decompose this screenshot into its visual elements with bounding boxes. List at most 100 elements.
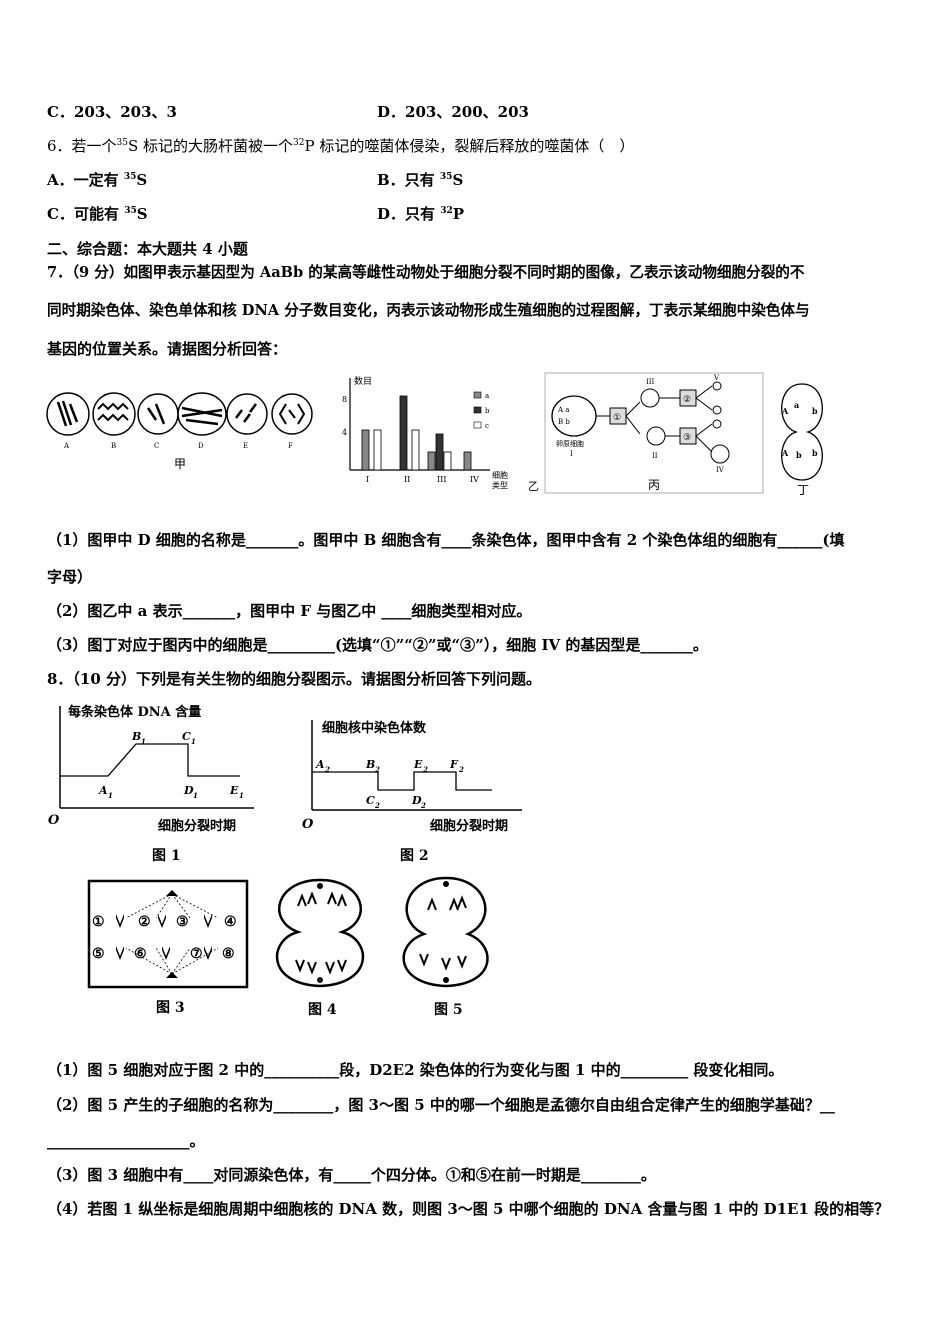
- svg-text:8: 8: [342, 395, 347, 404]
- svg-text:细胞分裂时期: 细胞分裂时期: [430, 818, 508, 834]
- svg-text:D: D: [183, 784, 194, 797]
- figure-1-caption: 图 1: [152, 848, 181, 864]
- figure-yi: 数目 8 4 I II III IV a b c 细胞 类型 乙: [342, 375, 539, 493]
- svg-text:c: c: [485, 422, 489, 430]
- figure-3-caption: 图 3: [156, 1000, 185, 1016]
- svg-text:O: O: [48, 813, 60, 828]
- q7-sub2: （2）图乙中 a 表示_______，图甲中 F 与图乙中 ____细胞类型相对…: [47, 602, 532, 620]
- svg-text:B: B: [111, 442, 116, 450]
- figure-bing-caption: 丙: [648, 478, 660, 492]
- yi-ylabel: 数目: [354, 375, 372, 387]
- svg-text:⑦: ⑦: [190, 946, 203, 962]
- svg-text:F: F: [288, 442, 293, 450]
- svg-text:II: II: [652, 452, 658, 460]
- svg-text:B: B: [365, 758, 375, 771]
- svg-text:A: A: [63, 442, 70, 450]
- cell-e: E: [226, 393, 268, 450]
- svg-text:1: 1: [191, 737, 196, 746]
- q6-option-a: A．一定有 35S: [47, 171, 148, 189]
- svg-text:IV: IV: [716, 466, 725, 474]
- svg-text:2: 2: [458, 765, 464, 774]
- svg-text:C: C: [366, 794, 375, 807]
- q5-option-d: D．203、200、203: [377, 103, 529, 121]
- svg-text:③: ③: [683, 433, 691, 443]
- q7-stem-line3: 基因的位置关系。请据图分析回答：: [47, 340, 288, 358]
- svg-text:1: 1: [141, 737, 146, 746]
- svg-text:1: 1: [239, 791, 244, 800]
- svg-text:1: 1: [108, 791, 113, 800]
- svg-text:1: 1: [193, 791, 198, 800]
- svg-text:B: B: [131, 730, 141, 743]
- svg-text:2: 2: [374, 801, 380, 810]
- svg-text:V: V: [713, 374, 720, 382]
- svg-text:C: C: [154, 442, 159, 450]
- svg-text:B b: B b: [558, 418, 570, 426]
- svg-text:细胞分裂时期: 细胞分裂时期: [158, 818, 236, 834]
- q6-option-b: B．只有 35S: [377, 171, 464, 189]
- figure-ding: A a b A b b 丁: [781, 383, 823, 495]
- q8-sub4: （4）若图 1 纵坐标是细胞周期中细胞核的 DNA 数，则图 3～图 5 中哪个…: [47, 1200, 890, 1218]
- svg-text:b: b: [485, 407, 490, 415]
- cell-c: C: [137, 393, 179, 450]
- section-heading: 二、综合题：本大题共 4 小题: [47, 240, 248, 258]
- q6-option-c: C．可能有 35S: [47, 205, 148, 223]
- figure-jia-caption: 甲: [174, 457, 186, 471]
- figure-5: 图 5: [402, 876, 489, 1018]
- svg-text:C: C: [182, 730, 191, 743]
- svg-text:D: D: [411, 794, 422, 807]
- figure-4-caption: 图 4: [308, 1002, 337, 1018]
- svg-text:⑧: ⑧: [222, 946, 235, 962]
- svg-text:I: I: [570, 450, 573, 458]
- svg-text:F: F: [449, 758, 459, 771]
- svg-text:2: 2: [324, 765, 330, 774]
- svg-text:卵原细胞: 卵原细胞: [556, 439, 584, 448]
- svg-text:4: 4: [342, 428, 347, 437]
- cell-f: F: [271, 393, 313, 450]
- svg-text:a: a: [794, 400, 799, 410]
- svg-text:b: b: [812, 448, 818, 458]
- svg-text:A a: A a: [557, 406, 569, 414]
- figure-5-caption: 图 5: [434, 1002, 463, 1018]
- svg-text:⑤: ⑤: [92, 946, 105, 962]
- q7-sub1-line2: 字母）: [47, 568, 93, 586]
- q6-option-d: D．只有 32P: [377, 205, 465, 223]
- q7-sub1-line1: （1）图甲中 D 细胞的名称是_______。图甲中 B 细胞含有____条染色…: [47, 531, 845, 549]
- svg-text:②: ②: [138, 914, 151, 930]
- svg-text:2: 2: [374, 765, 380, 774]
- svg-text:A: A: [781, 406, 789, 416]
- svg-text:每条染色体 DNA 含量: 每条染色体 DNA 含量: [68, 704, 201, 720]
- svg-text:⑥: ⑥: [134, 946, 147, 962]
- svg-text:④: ④: [224, 914, 237, 930]
- figure-bing: A a B b 卵原细胞 I ① III II ② ③ V IV 丙: [544, 372, 764, 494]
- svg-text:②: ②: [683, 395, 691, 405]
- svg-text:①: ①: [92, 914, 105, 930]
- q7-stem-line1: 7．（9 分）如图甲表示基因型为 AaBb 的某高等雌性动物处于细胞分裂不同时期…: [47, 264, 805, 281]
- cell-a: A: [46, 392, 90, 450]
- figure-3: ① ② ③ ④ ⑤ ⑥ ⑦ ⑧ 图 3: [87, 879, 249, 1016]
- q8-sub3: （3）图 3 细胞中有____对同源染色体，有_____个四分体。①和⑤在前一时…: [47, 1166, 656, 1184]
- figure-2-caption: 图 2: [400, 848, 429, 864]
- svg-text:D: D: [198, 442, 204, 450]
- svg-text:IV: IV: [470, 475, 479, 484]
- cell-b: B: [92, 392, 136, 450]
- q8-sub1: （1）图 5 细胞对应于图 2 中的__________段，D2E2 染色体的行…: [47, 1061, 784, 1079]
- svg-text:b: b: [812, 406, 818, 416]
- svg-text:O: O: [302, 817, 314, 832]
- svg-text:b: b: [796, 450, 802, 460]
- figure-yi-caption: 乙: [528, 480, 539, 493]
- svg-text:I: I: [366, 475, 369, 484]
- q7-sub3: （3）图丁对应于图丙中的细胞是_________(选填“①”“②”或“③”），细…: [47, 636, 708, 654]
- svg-text:③: ③: [176, 914, 189, 930]
- svg-text:2: 2: [422, 765, 428, 774]
- figure-4: 图 4: [275, 878, 365, 1018]
- svg-text:①: ①: [613, 413, 621, 423]
- svg-text:细胞核中染色体数: 细胞核中染色体数: [322, 720, 427, 736]
- q5-option-c: C．203、203、3: [47, 103, 177, 121]
- svg-text:A: A: [98, 784, 108, 797]
- figure-jia: A B C D E F 甲: [46, 392, 313, 471]
- svg-text:A: A: [781, 448, 789, 458]
- svg-text:2: 2: [420, 801, 426, 810]
- svg-text:a: a: [485, 392, 489, 400]
